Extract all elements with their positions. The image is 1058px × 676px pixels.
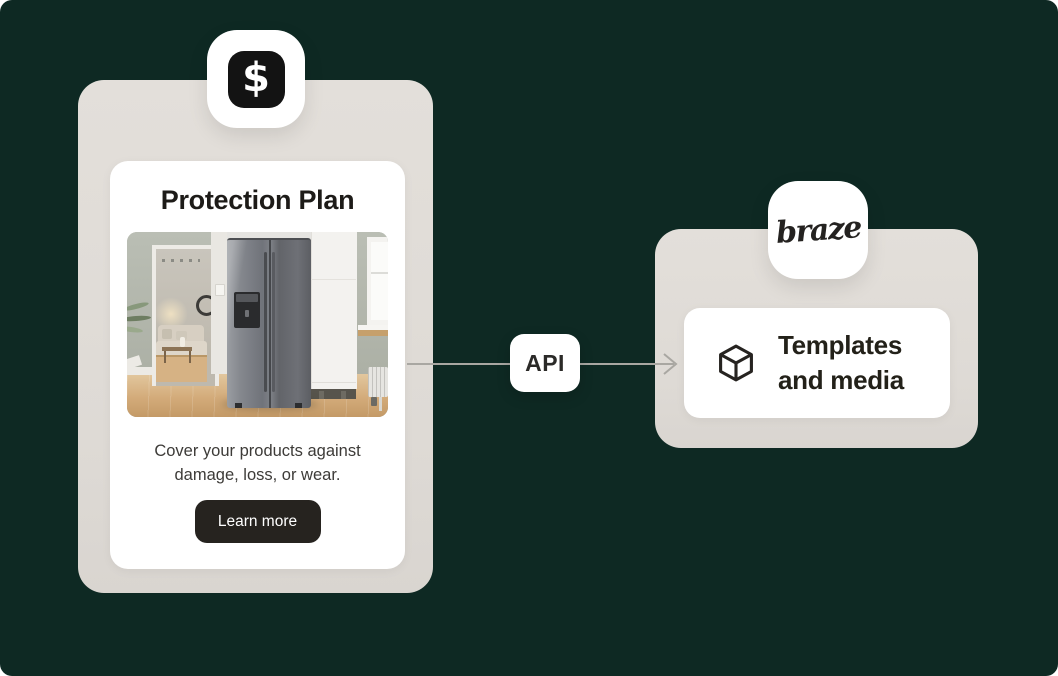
dollar-icon: $ — [227, 50, 285, 108]
product-photo — [127, 232, 388, 417]
braze-app-tile: braze — [768, 181, 868, 279]
api-badge: API — [510, 334, 580, 392]
protection-plan-description: Cover your products against damage, loss… — [154, 442, 361, 484]
templates-media-panel: Templates and media — [684, 308, 950, 418]
photo-doorway — [152, 245, 219, 386]
photo-radiator — [368, 367, 388, 397]
dollar-glyph: $ — [242, 55, 270, 101]
learn-more-button[interactable]: Learn more — [194, 500, 321, 543]
photo-water-dispenser — [234, 292, 260, 328]
protection-plan-title: Protection Plan — [160, 185, 355, 215]
protection-plan-panel: Protection Plan — [110, 161, 405, 569]
templates-media-label: Templates and media — [778, 330, 904, 395]
braze-logo: braze — [774, 209, 862, 251]
photo-refrigerator — [227, 238, 311, 408]
cube-icon — [714, 340, 758, 386]
commerce-app-tile: $ — [207, 30, 305, 128]
arrow-right-icon — [663, 353, 678, 375]
photo-cabinets — [311, 232, 357, 389]
